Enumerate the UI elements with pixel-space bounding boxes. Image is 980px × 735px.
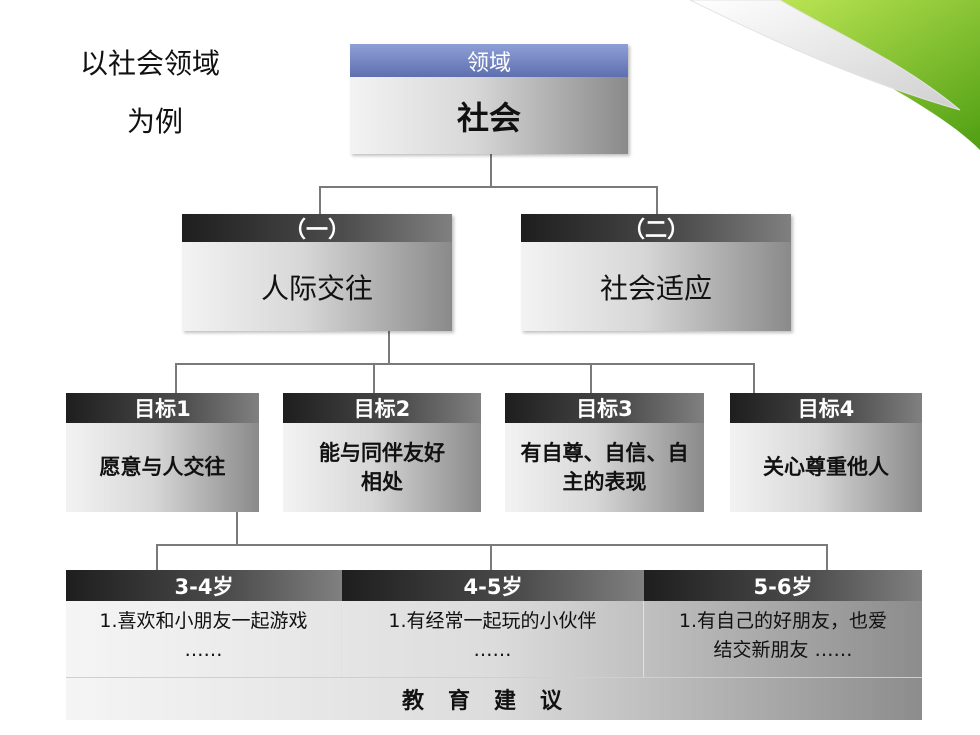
age-table: 3-4岁 4-5岁 5-6岁 1.喜欢和小朋友一起游戏 …… 1.有经常一起玩的… (66, 570, 922, 720)
goal-box-3: 目标3 有自尊、自信、自主的表现 (505, 393, 704, 512)
age-header-5-6: 5-6岁 (644, 570, 922, 601)
age-header-3-4: 3-4岁 (66, 570, 342, 601)
connector (388, 331, 390, 364)
connector (826, 544, 828, 570)
connector (490, 544, 492, 570)
connector (175, 363, 177, 393)
connector (236, 512, 238, 545)
age-cell-line: …… (184, 639, 223, 662)
age-cell-line: 1.有自己的好朋友，也爱 (678, 610, 888, 632)
page-curl-decoration (690, 0, 980, 150)
connector (590, 363, 592, 393)
connector (753, 363, 755, 393)
subdomain-box-1: （一） 人际交往 (182, 214, 452, 331)
education-advice-row: 教育建议 (66, 677, 922, 720)
age-cell-line: …… (473, 639, 512, 662)
goal-label: 有自尊、自信、自主的表现 (505, 423, 704, 512)
goal-label: 关心尊重他人 (730, 423, 922, 512)
age-header-4-5: 4-5岁 (342, 570, 644, 601)
intro-line-1: 以社会领域 (80, 47, 221, 80)
age-cell-4-5: 1.有经常一起玩的小伙伴 …… (342, 601, 644, 677)
age-cell-3-4: 1.喜欢和小朋友一起游戏 …… (66, 601, 342, 677)
age-cell-line: 1.喜欢和小朋友一起游戏 (99, 610, 308, 632)
connector (175, 363, 755, 365)
subdomain-label: 人际交往 (182, 242, 452, 331)
connector (490, 154, 492, 188)
intro-line-2: 为例 (127, 105, 184, 138)
subdomain-header: （一） (182, 214, 452, 243)
goal-header: 目标2 (283, 393, 481, 423)
subdomain-header: （二） (521, 214, 791, 243)
goal-header: 目标3 (505, 393, 704, 423)
domain-label: 社会 (350, 77, 628, 154)
connector (319, 186, 321, 214)
goal-box-2: 目标2 能与同伴友好相处 (283, 393, 481, 512)
connector (319, 186, 658, 188)
connector (656, 186, 658, 214)
goal-header: 目标4 (730, 393, 922, 423)
subdomain-label: 社会适应 (521, 242, 791, 331)
connector (156, 544, 158, 570)
connector (156, 544, 828, 546)
age-cell-5-6: 1.有自己的好朋友，也爱 结交新朋友 …… (644, 601, 922, 677)
age-cell-line: 1.有经常一起玩的小伙伴 (388, 610, 597, 632)
goal-label: 能与同伴友好相处 (283, 423, 481, 512)
goal-header: 目标1 (66, 393, 259, 423)
goal-label: 愿意与人交往 (66, 423, 259, 512)
connector (373, 363, 375, 393)
age-cell-line: 结交新朋友 …… (713, 639, 853, 662)
domain-header: 领域 (350, 44, 628, 77)
goal-box-4: 目标4 关心尊重他人 (730, 393, 922, 512)
goal-box-1: 目标1 愿意与人交往 (66, 393, 259, 512)
domain-box: 领域 社会 (350, 44, 628, 154)
subdomain-box-2: （二） 社会适应 (521, 214, 791, 331)
